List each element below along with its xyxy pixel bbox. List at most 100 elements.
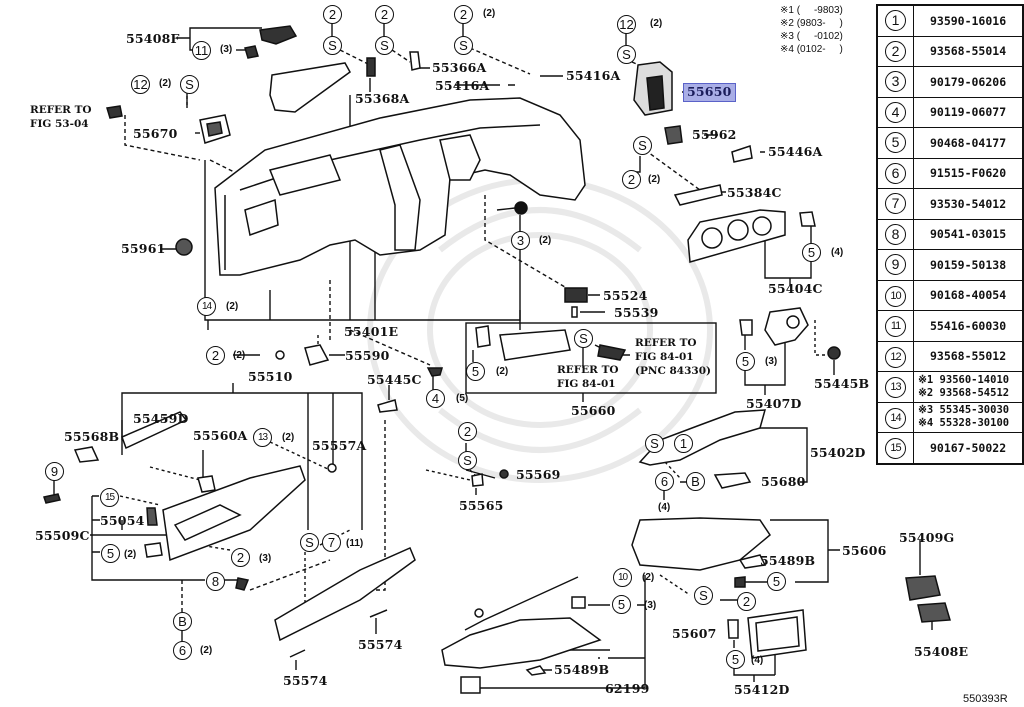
quantity: (11) [346,538,364,549]
legend-part-value[interactable]: 91515-F0620 [929,166,1007,181]
part-label[interactable]: 55607 [672,626,717,641]
legend-part-value[interactable]: 93590-16016 [929,13,1007,28]
part-label[interactable]: 55590 [345,348,390,363]
part-label[interactable]: 55401E [344,324,399,339]
legend-part-value[interactable]: 55416-60030 [929,318,1007,333]
quantity: (5) [456,393,469,404]
legend-part-number[interactable]: 93568-55012 [913,340,1024,372]
part-label[interactable]: 55574 [358,637,403,652]
legend-key: 10 [876,279,915,311]
legend-key: 8 [876,218,915,250]
legend-part-number[interactable]: 90159-50138 [913,249,1024,281]
part-label[interactable]: 55560A [193,428,248,443]
legend-part-number[interactable]: 90168-40054 [913,279,1024,311]
legend-part-number[interactable]: 90468-04177 [913,127,1024,159]
part-label[interactable]: 55366A [432,60,487,75]
part-label[interactable]: 55510 [248,369,293,384]
callout-13: 13 [253,428,272,447]
part-label[interactable]: 55384C [727,185,782,200]
legend-part-value[interactable]: 90179-06206 [929,74,1007,89]
legend-part-value[interactable]: 93530-54012 [929,196,1007,211]
legend-key-circle: 12 [885,346,907,368]
legend-key: 4 [876,96,915,128]
legend-key: 13 [876,371,915,403]
part-label[interactable]: 55459D [133,411,189,426]
legend-row: 4 90119-06077 [876,96,1024,128]
legend-part-value[interactable]: 90119-06077 [929,105,1007,120]
legend-part-value[interactable]: 90468-04177 [929,135,1007,150]
legend-part-value[interactable]: ※1 93560-14010 [918,373,1010,386]
part-label[interactable]: 55402D [810,445,866,460]
legend-part-number[interactable]: ※3 55345-30030※4 55328-30100 [913,401,1024,433]
part-label[interactable]: 55509C [35,528,90,543]
callout-2: 2 [323,5,342,24]
part-label[interactable]: 55574 [283,673,328,688]
callout-14: 14 [197,297,216,316]
legend-part-value[interactable]: 90541-03015 [929,227,1007,242]
callout-2: 2 [458,422,477,441]
legend-part-number[interactable]: 90167-50022 [913,432,1024,464]
part-label[interactable]: 55539 [614,305,659,320]
part-label[interactable]: 55368A [355,91,410,106]
callout-s: S [454,36,473,55]
part-label[interactable]: 62199 [605,681,650,696]
part-label[interactable]: 55408E [914,644,969,659]
part-label[interactable]: 55489B [554,662,610,677]
part-label[interactable]: 55557A [312,438,367,453]
legend-part-value[interactable]: 90168-40054 [929,288,1007,303]
legend-part-number[interactable]: 93568-55014 [913,35,1024,67]
quantity: (2) [124,549,137,560]
reference-fig-84-01-pnc[interactable]: REFER TO FIG 84-01 (PNC 84330) [635,337,711,377]
quantity: (2) [642,572,655,583]
part-label[interactable]: 55445B [814,376,870,391]
legend-key: 9 [876,249,915,281]
part-label[interactable]: 55404C [768,281,823,296]
part-label[interactable]: 55412D [734,682,790,697]
legend-part-number[interactable]: 93530-54012 [913,188,1024,220]
part-label[interactable]: 55569 [516,467,561,482]
callout-7: 7 [322,533,341,552]
legend-part-number[interactable]: 91515-F0620 [913,157,1024,189]
part-label[interactable]: 55961 [121,241,166,256]
part-label[interactable]: 55408F [126,31,180,46]
quantity: (3) [220,44,233,55]
legend-part-value[interactable]: ※4 55328-30100 [918,417,1010,430]
part-label[interactable]: 55407D [746,396,802,411]
part-label[interactable]: 55606 [842,543,887,558]
legend-part-number[interactable]: 90179-06206 [913,66,1024,98]
legend-part-number[interactable]: 90119-06077 [913,96,1024,128]
part-label[interactable]: 55409G [899,530,955,545]
part-label[interactable]: 55670 [133,126,178,141]
legend-part-value[interactable]: 93568-55012 [929,349,1007,364]
part-label[interactable]: 55446A [768,144,823,159]
quantity: (4) [831,247,844,258]
legend-part-value[interactable]: 93568-55014 [929,44,1007,59]
legend-part-number[interactable]: 93590-16016 [913,4,1024,37]
part-label[interactable]: 55680 [761,474,806,489]
legend-part-value[interactable]: ※2 93568-54512 [918,386,1010,399]
legend-part-number[interactable]: 55416-60030 [913,310,1024,342]
quantity: (2) [226,301,239,312]
part-label[interactable]: 55054 [100,513,145,528]
reference-fig-84-01[interactable]: REFER TO FIG 84-01 [557,364,619,390]
callout-1: 1 [674,434,693,453]
part-label[interactable]: 55416A [566,68,621,83]
reference-fig-53-04[interactable]: REFER TO FIG 53-04 [30,104,92,130]
part-label-highlighted[interactable]: 55650 [683,83,736,102]
legend-key-circle: 5 [885,132,907,154]
part-label[interactable]: 55445C [367,372,422,387]
legend-part-number[interactable]: ※1 93560-14010※2 93568-54512 [913,371,1024,403]
legend-part-number[interactable]: 90541-03015 [913,218,1024,250]
part-label[interactable]: 55568B [64,429,120,444]
legend-key: 11 [876,310,915,342]
legend-part-value[interactable]: 90159-50138 [929,257,1007,272]
part-label[interactable]: 55565 [459,498,504,513]
part-label[interactable]: 55489B [760,553,816,568]
legend-part-value[interactable]: 90167-50022 [929,440,1007,455]
part-label[interactable]: 55416A [435,78,490,93]
part-label[interactable]: 55524 [603,288,648,303]
part-label[interactable]: 55962 [692,127,737,142]
part-label[interactable]: 55660 [571,403,616,418]
legend-part-value[interactable]: ※3 55345-30030 [918,404,1010,417]
